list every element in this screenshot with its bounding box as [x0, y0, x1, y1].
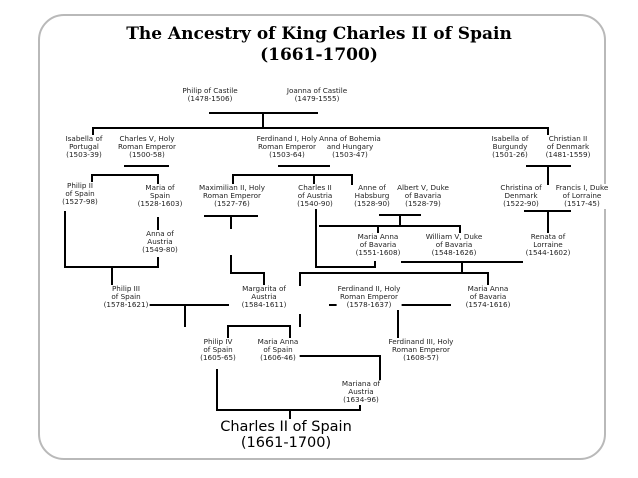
person-christina-of-denmark: Christina of Denmark (1522-90) — [499, 183, 543, 209]
person-anna-of-austria: Anna of Austria (1549-80) — [141, 229, 179, 255]
person-isabella-of-burgundy: Isabella of Burgundy (1501-26) — [490, 134, 530, 160]
person-ferdinand-ii: Ferdinand II, Holy Roman Emperor (1578-1… — [336, 284, 402, 310]
person-mariana-of-austria: Mariana of Austria (1634-96) — [340, 379, 382, 405]
person-renata-of-lorraine: Renata of Lorraine (1544-1602) — [524, 232, 572, 258]
person-margarita-of-austria: Margarita of Austria (1584-1611) — [240, 284, 288, 310]
diagram-title-years: (1661-1700) — [260, 45, 378, 65]
person-charles-ii-of-spain: Charles II of Spain (1661-1700) — [220, 419, 352, 451]
person-ferdinand-iii: Ferdinand III, Holy Roman Emperor (1608-… — [387, 337, 455, 363]
person-william-v: William V, Duke of Bavaria (1548-1626) — [424, 232, 484, 258]
person-maria-anna-of-bavaria-1574: Maria Anna of Bavaria (1574-1616) — [464, 284, 512, 310]
person-anna-of-bohemia: Anna of Bohemia and Hungary (1503-47) — [318, 134, 382, 160]
person-philip-iv: Philip IV of Spain (1605-65) — [199, 337, 237, 363]
person-anne-of-habsburg: Anne of Habsburg (1528-90) — [353, 183, 391, 209]
person-albert-v: Albert V, Duke of Bavaria (1528-79) — [396, 183, 450, 209]
person-philip-iii: Philip III of Spain (1578-1621) — [102, 284, 150, 310]
person-charles-ii-of-austria: Charles II of Austria (1540-90) — [296, 183, 334, 209]
person-maria-anna-of-bavaria-1551: Maria Anna of Bavaria (1551-1608) — [354, 232, 402, 258]
person-charles-v: Charles V, Holy Roman Emperor (1500-58) — [117, 134, 177, 160]
diagram-title: The Ancestry of King Charles II of Spain — [126, 24, 512, 44]
person-joanna-of-castile: Joanna of Castile (1479-1555) — [285, 86, 349, 104]
person-christian-ii: Christian II of Denmark (1481-1559) — [544, 134, 592, 160]
person-philip-of-castile: Philip of Castile (1478-1506) — [181, 86, 239, 104]
person-maria-of-spain: Maria of Spain (1528-1603) — [136, 183, 184, 209]
person-isabella-of-portugal: Isabella of Portugal (1503-39) — [64, 134, 104, 160]
person-francis-i: Francis I, Duke of Lorraine (1517-45) — [554, 183, 610, 209]
person-maria-anna-of-spain: Maria Anna of Spain (1606-46) — [256, 337, 300, 363]
person-philip-ii: Philip II of Spain (1527-98) — [61, 181, 99, 207]
person-ferdinand-i: Ferdinand I, Holy Roman Emperor (1503-64… — [255, 134, 319, 160]
person-maximilian-ii: Maximilian II, Holy Roman Emperor (1527-… — [198, 183, 266, 209]
